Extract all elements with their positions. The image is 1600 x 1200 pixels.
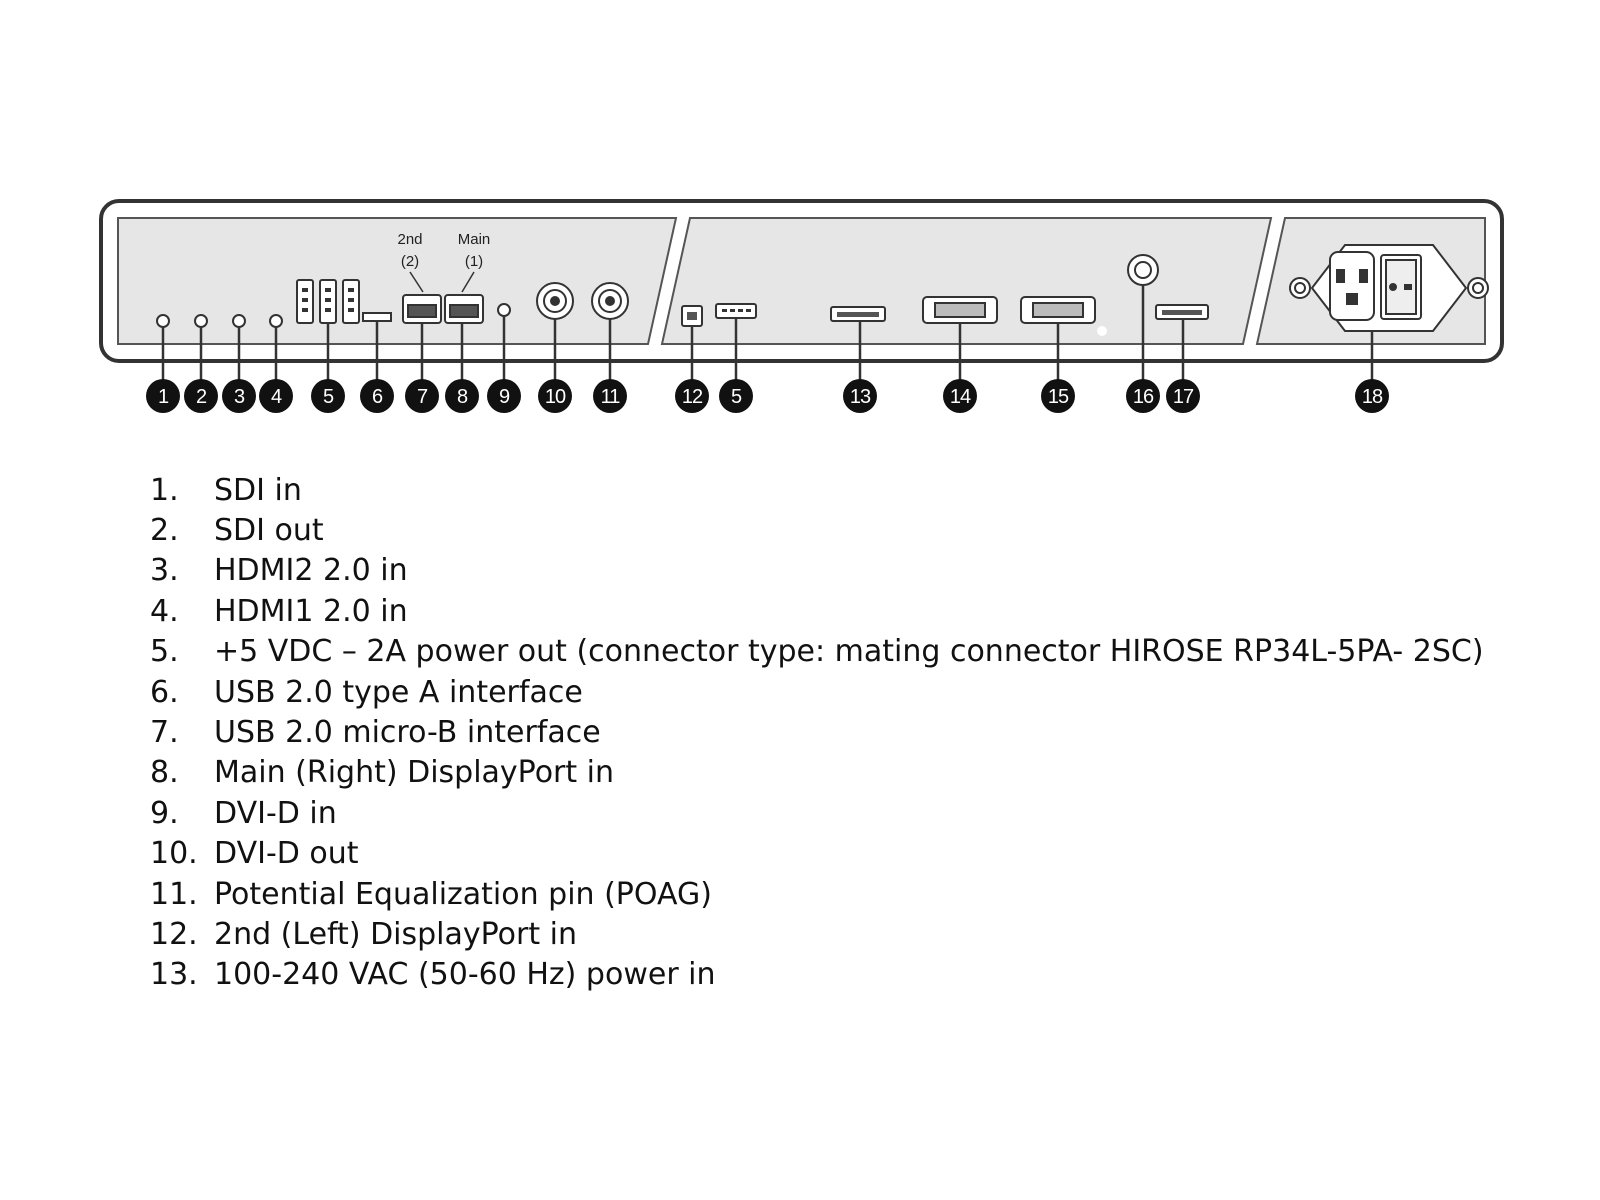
callout-badge: 15 [1041, 379, 1075, 413]
ac-inlet [1289, 244, 1489, 332]
callout-badge: 16 [1126, 379, 1160, 413]
svg-text:13: 13 [850, 386, 871, 408]
legend-number: 4. [150, 593, 179, 629]
legend-number: 2. [150, 513, 179, 549]
label-main-index: (1) [465, 253, 483, 270]
small-pin [497, 303, 511, 317]
jack-2 [194, 314, 208, 328]
leader-lines [161, 285, 1374, 382]
svg-text:6: 6 [372, 386, 383, 408]
callout-badge: 5 [719, 379, 753, 413]
svg-text:16: 16 [1133, 386, 1154, 408]
legend-item: 7. USB 2.0 micro-B interface [150, 712, 1484, 752]
legend-item: 1. SDI in [150, 470, 1484, 510]
callout-badge: 18 [1355, 379, 1389, 413]
svg-text:18: 18 [1362, 386, 1383, 408]
legend-number: 12. [150, 916, 198, 952]
jack-4 [269, 314, 283, 328]
callout-badge: 11 [593, 379, 627, 413]
svg-text:9: 9 [499, 386, 510, 408]
connector-legend: 1. SDI in 2. SDI out 3. HDMI2 2.0 in 4. HDMI… [150, 470, 1484, 995]
bnc-connectors [536, 282, 629, 320]
usb-micro-b-port [362, 312, 392, 322]
svg-text:12: 12 [682, 386, 703, 408]
legend-text: SDI in [214, 472, 302, 508]
callout-badge: 3 [222, 379, 256, 413]
panel-section-left [117, 217, 678, 345]
jack-3 [232, 314, 246, 328]
callout-badge: 8 [445, 379, 479, 413]
svg-text:15: 15 [1048, 386, 1069, 408]
callout-badge: 13 [843, 379, 877, 413]
callout-badge: 7 [405, 379, 439, 413]
callout-badge: 6 [360, 379, 394, 413]
legend-number: 3. [150, 553, 179, 589]
callout-badge: 14 [943, 379, 977, 413]
legend-number: 6. [150, 674, 179, 710]
svg-text:8: 8 [457, 386, 468, 408]
callout-badge: 10 [538, 379, 572, 413]
callout-badge: 9 [487, 379, 521, 413]
svg-text:1: 1 [158, 386, 169, 408]
callout-badge: 4 [259, 379, 293, 413]
svg-text:3: 3 [234, 386, 245, 408]
legend-text: 2nd (Left) DisplayPort in [214, 916, 578, 952]
callout-badge: 12 [675, 379, 709, 413]
legend-text: HDMI1 2.0 in [214, 593, 408, 629]
callout-badge: 1 [146, 379, 180, 413]
legend-number: 7. [150, 715, 179, 751]
svg-text:2: 2 [196, 386, 207, 408]
legend-number: 10. [150, 836, 198, 872]
callout-badge: 17 [1166, 379, 1200, 413]
displayport-twin-ports [402, 294, 484, 324]
svg-text:5: 5 [323, 386, 334, 408]
legend-text: USB 2.0 micro-B interface [214, 715, 601, 751]
legend-item: 5. +5 VDC – 2A power out (connector type:… [150, 632, 1484, 672]
legend-text: +5 VDC – 2A power out (connector type: m… [214, 634, 1484, 670]
jack-1 [156, 314, 170, 328]
legend-text: Potential Equalization pin (POAG) [214, 876, 712, 912]
callout-badge: 5 [311, 379, 345, 413]
legend-item: 13. 100-240 VAC (50-60 Hz) power in [150, 955, 1484, 995]
label-2nd: 2nd [397, 231, 422, 248]
legend-item: 10. DVI-D out [150, 834, 1484, 874]
legend-text: Main (Right) DisplayPort in [214, 755, 615, 791]
dvi-ports [922, 296, 1096, 324]
legend-item: 4. HDMI1 2.0 in [150, 591, 1484, 631]
svg-text:11: 11 [601, 386, 621, 408]
legend-item: 11. Potential Equalization pin (POAG) [150, 874, 1484, 914]
label-main: Main [458, 231, 491, 248]
legend-item: 3. HDMI2 2.0 in [150, 551, 1484, 591]
legend-item: 8. Main (Right) DisplayPort in [150, 753, 1484, 793]
legend-item: 12. 2nd (Left) DisplayPort in [150, 914, 1484, 954]
legend-number: 1. [150, 472, 179, 508]
panel-section-middle [660, 217, 1273, 345]
legend-text: SDI out [214, 513, 324, 549]
legend-text: DVI-D out [214, 836, 359, 872]
legend-number: 11. [150, 876, 198, 912]
legend-item: 2. SDI out [150, 510, 1484, 550]
rear-panel-diagram: 2nd (2) Main (1) [99, 199, 1504, 413]
legend-number: 13. [150, 957, 198, 993]
svg-text:14: 14 [950, 386, 971, 408]
legend-number: 9. [150, 795, 179, 831]
svg-text:17: 17 [1173, 386, 1194, 408]
legend-number: 8. [150, 755, 179, 791]
legend-text: USB 2.0 type A interface [214, 674, 583, 710]
legend-text: HDMI2 2.0 in [214, 553, 408, 589]
svg-text:10: 10 [545, 386, 566, 408]
svg-text:7: 7 [417, 386, 428, 408]
legend-text: 100-240 VAC (50-60 Hz) power in [214, 957, 716, 993]
svg-text:4: 4 [271, 386, 282, 408]
legend-number: 5. [150, 634, 179, 670]
legend-text: DVI-D in [214, 795, 337, 831]
legend-item: 9. DVI-D in [150, 793, 1484, 833]
iec-socket [1329, 251, 1375, 321]
callout-badges: 1 2 3 4 5 6 7 8 9 10 11 12 5 13 14 15 16… [146, 379, 1389, 413]
callout-badge: 2 [184, 379, 218, 413]
svg-text:5: 5 [731, 386, 742, 408]
legend-item: 6. USB 2.0 type A interface [150, 672, 1484, 712]
label-2nd-index: (2) [401, 253, 419, 270]
